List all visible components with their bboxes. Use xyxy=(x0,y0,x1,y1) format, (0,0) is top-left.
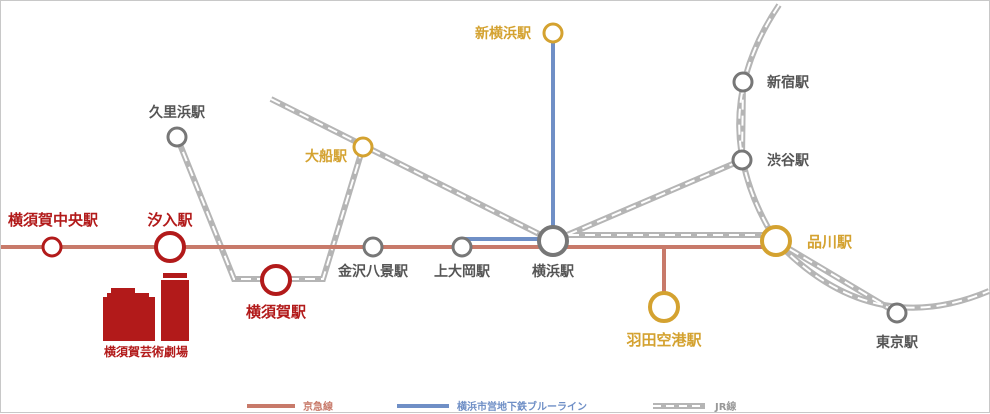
label-yokosuka-chuo: 横須賀中央駅 xyxy=(8,211,99,229)
station-kamiooka[interactable] xyxy=(451,236,473,258)
station-haneda[interactable] xyxy=(648,291,680,323)
station-kurihama[interactable] xyxy=(166,126,188,148)
station-kanazawa-hakkei[interactable] xyxy=(362,236,384,258)
legend-item-jr: JR線 xyxy=(653,400,736,413)
legend: 京急線 横浜市営地下鉄ブルーライン JR線 xyxy=(247,400,736,413)
label-shioiri: 汐入駅 xyxy=(147,211,193,229)
legend-label-keikyu: 京急線 xyxy=(303,400,333,413)
legend-item-blue-line: 横浜市営地下鉄ブルーライン xyxy=(397,400,587,413)
label-kanazawa-hakkei: 金沢八景駅 xyxy=(337,263,409,280)
label-shinjuku: 新宿駅 xyxy=(767,74,810,91)
station-shinjuku[interactable] xyxy=(732,71,754,93)
station-shibuya[interactable] xyxy=(731,149,753,171)
label-yokohama: 横浜駅 xyxy=(532,263,575,280)
station-shinagawa[interactable] xyxy=(760,225,792,257)
station-tokyo[interactable] xyxy=(886,302,908,324)
station-yokosuka[interactable] xyxy=(260,264,292,296)
station-yokosuka-chuo[interactable] xyxy=(41,236,63,258)
label-haneda: 羽田空港駅 xyxy=(626,331,702,349)
station-yokohama[interactable] xyxy=(537,225,569,257)
station-shin-yokohama[interactable] xyxy=(542,22,564,44)
landmark-label: 横須賀芸術劇場 xyxy=(104,344,188,359)
label-kurihama: 久里浜駅 xyxy=(148,104,206,121)
jr-line-yokohama-shibuya xyxy=(551,81,746,244)
station-shioiri[interactable] xyxy=(154,231,186,263)
label-shin-yokohama: 新横浜駅 xyxy=(475,25,532,42)
station-ofuna[interactable] xyxy=(352,136,374,158)
label-shinagawa: 品川駅 xyxy=(807,233,853,251)
legend-label-blue-line: 横浜市営地下鉄ブルーライン xyxy=(457,400,587,413)
jr-lines xyxy=(174,3,990,316)
station-labels: 横須賀中央駅 汐入駅 横須賀駅 久里浜駅 大船駅 金沢八景駅 上大岡駅 横浜駅 … xyxy=(8,25,919,351)
label-tokyo: 東京駅 xyxy=(876,334,919,351)
stations xyxy=(41,22,908,324)
legend-label-jr: JR線 xyxy=(714,400,736,413)
label-shibuya: 渋谷駅 xyxy=(767,152,810,169)
blue-line xyxy=(462,33,555,241)
legend-item-keikyu: 京急線 xyxy=(247,400,333,413)
label-kamiooka: 上大岡駅 xyxy=(434,263,491,280)
label-yokosuka: 横須賀駅 xyxy=(246,303,307,321)
label-ofuna: 大船駅 xyxy=(305,148,348,165)
theater-building-icon xyxy=(103,273,189,341)
jr-line-tokaido-west xyxy=(269,96,555,244)
